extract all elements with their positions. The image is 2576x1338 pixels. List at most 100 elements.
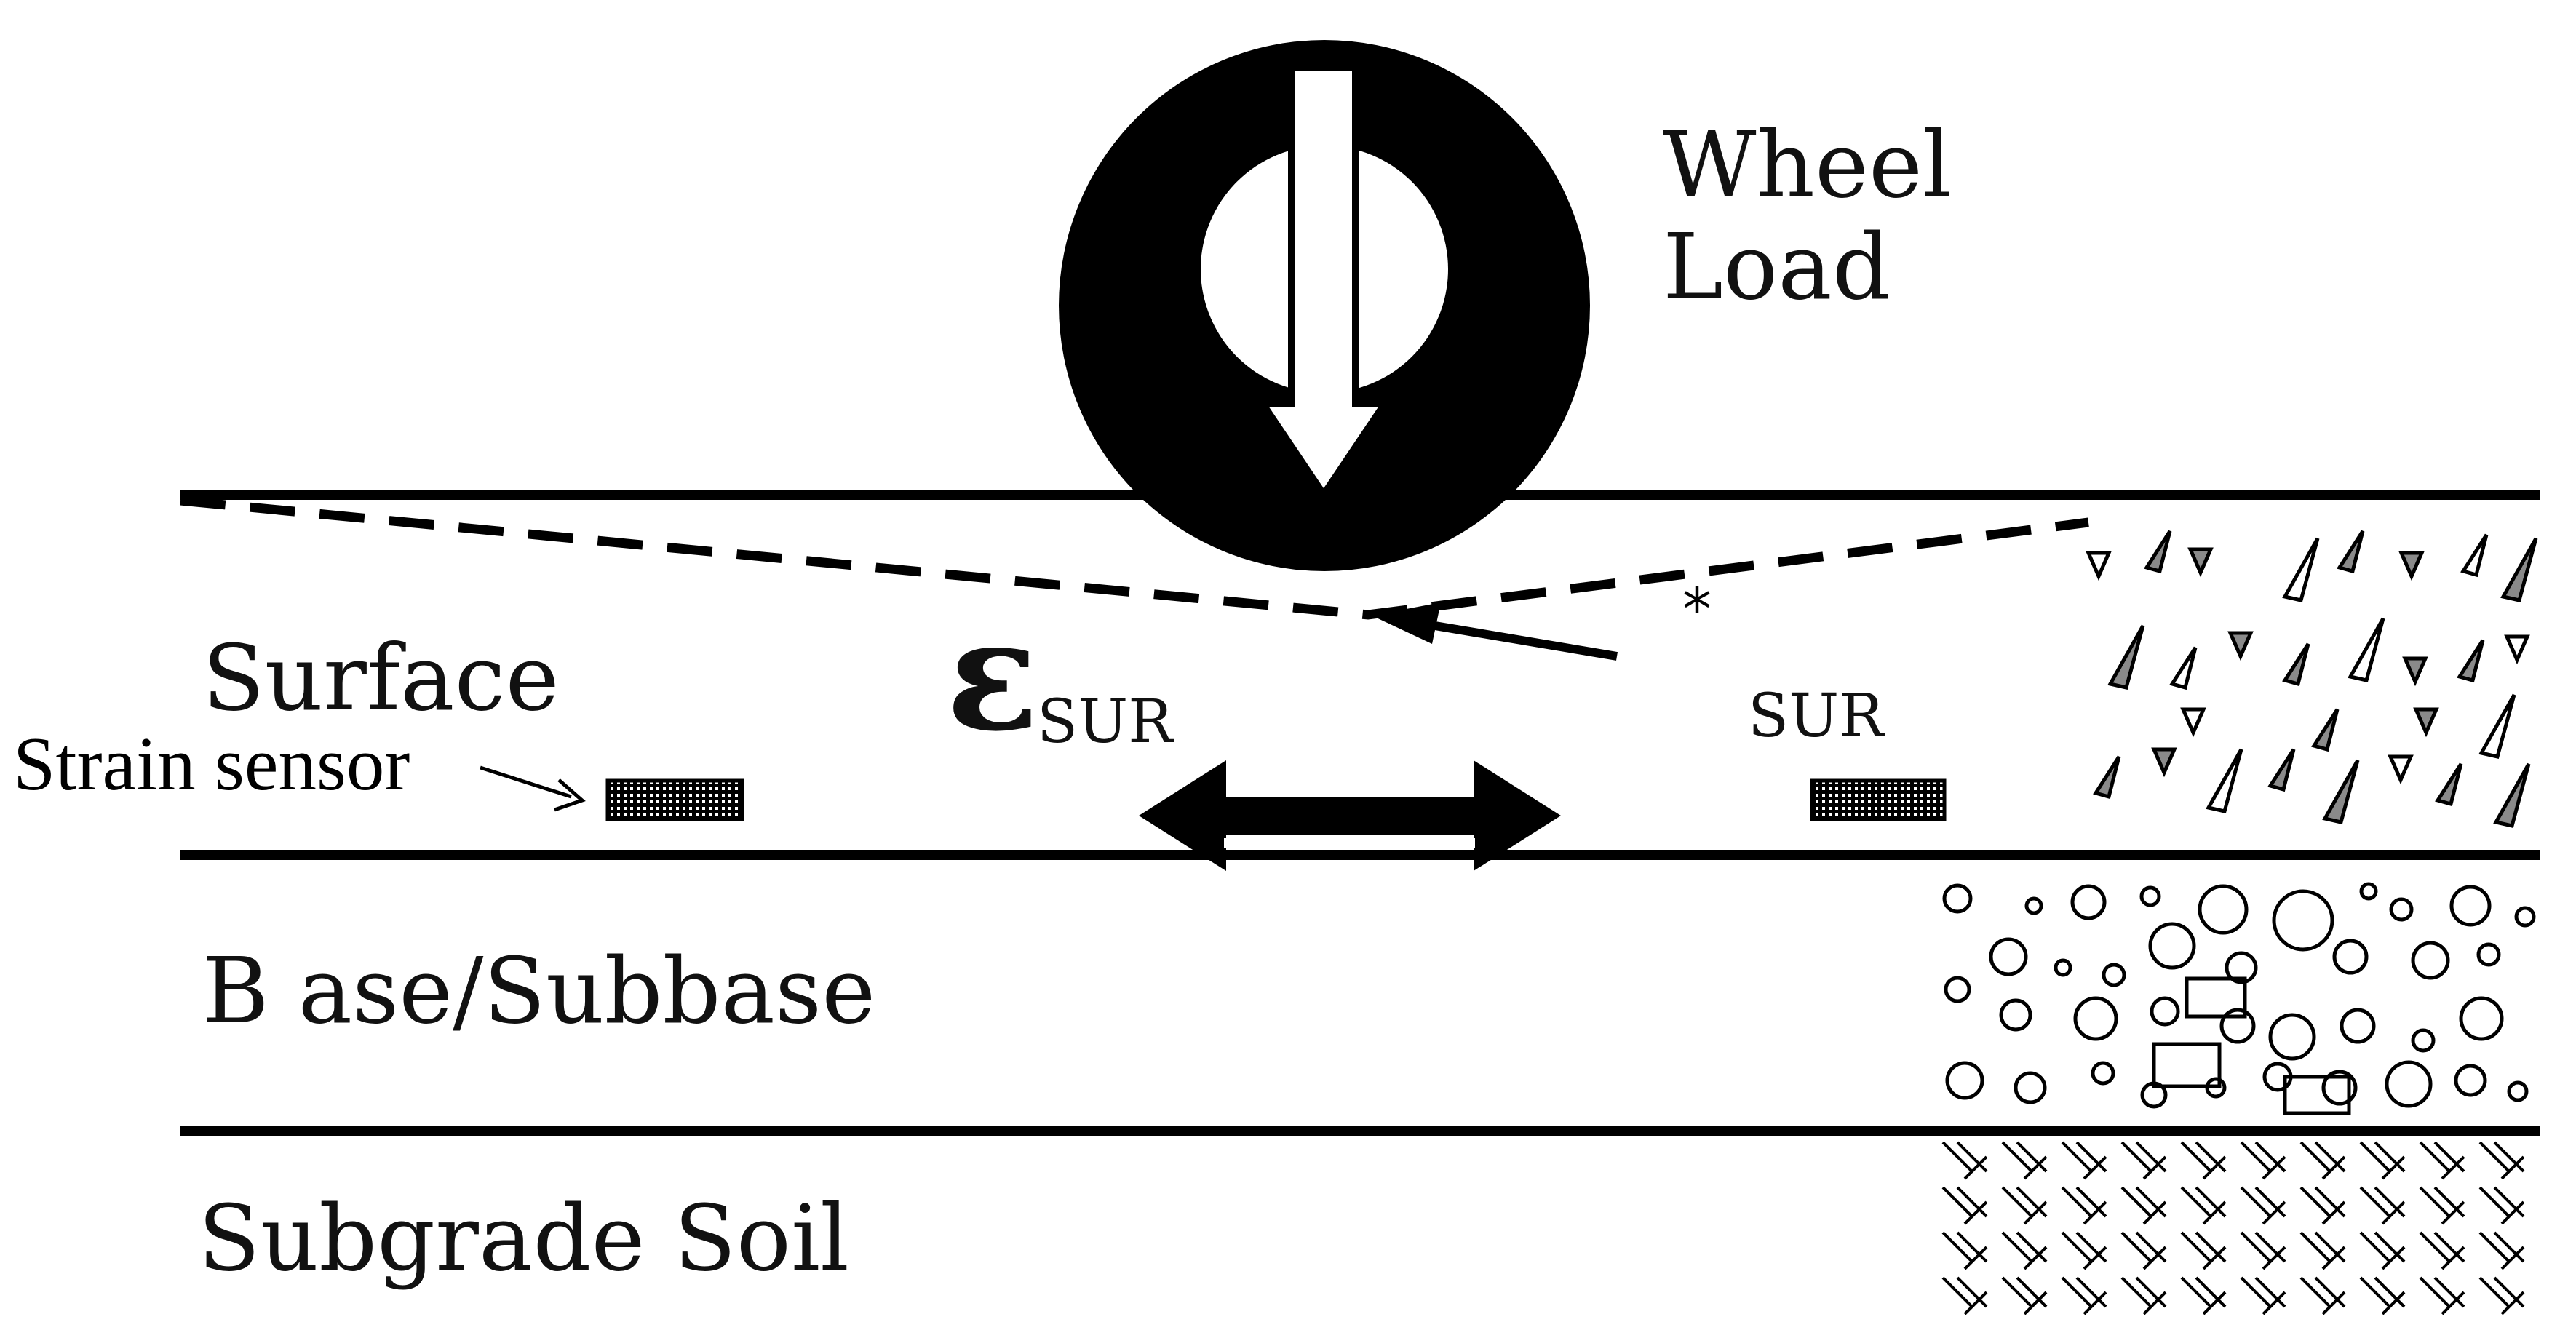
surface-aggregate-shard	[2086, 551, 2112, 581]
surface-aggregate-shard	[2478, 693, 2516, 759]
surface-aggregate-shard	[2144, 530, 2172, 574]
subgrade-hatch-mark	[1941, 1231, 1988, 1270]
wheel-load-label-line2: Load	[1663, 215, 1891, 320]
base-layer-label: B ase/Subbase	[202, 939, 875, 1044]
surface-aggregate-shard	[2187, 547, 2214, 578]
surface-aggregate-shard	[2348, 617, 2385, 682]
base-gravel-stone	[2411, 941, 2450, 980]
surface-layer-label: Surface	[202, 626, 560, 731]
surface-aggregate-shard	[2457, 639, 2485, 683]
subgrade-hatch-mark	[2240, 1186, 2286, 1225]
base-gravel-stone	[2225, 951, 2258, 984]
base-gravel-block	[2185, 976, 2247, 1019]
base-gravel-stone	[2514, 906, 2536, 928]
subgrade-hatch-mark	[2240, 1276, 2286, 1315]
deflection-marker-icon: *	[1682, 576, 1712, 643]
subgrade-hatch-mark	[2120, 1231, 2167, 1270]
base-gravel-stone	[1999, 998, 2032, 1032]
base-gravel-block	[2152, 1042, 2222, 1088]
base-gravel-stone	[2054, 958, 2072, 977]
base-gravel-stone	[2459, 996, 2504, 1041]
subgrade-hatch-mark	[2359, 1231, 2406, 1270]
base-gravel-stone	[2014, 1071, 2047, 1104]
subgrade-hatch-mark	[2180, 1231, 2227, 1270]
base-gravel-stone	[1942, 883, 1973, 914]
base-gravel-stone	[1945, 1061, 1984, 1100]
base-gravel-stone	[2449, 885, 2492, 927]
horizontal-strain-arrow	[1139, 760, 1561, 871]
right-sensor-subscript: SUR	[1748, 682, 1885, 751]
base-gravel-stone	[1989, 937, 2028, 976]
base-gravel-stone	[2454, 1064, 2487, 1097]
subgrade-hatch-mark	[2478, 1231, 2525, 1270]
subgrade-soil-texture	[1941, 1141, 2525, 1315]
subgrade-hatch-mark	[2478, 1186, 2525, 1225]
subgrade-hatch-mark	[2061, 1141, 2107, 1180]
base-gravel-stone	[2268, 1013, 2316, 1061]
subgrade-hatch-mark	[2478, 1276, 2525, 1315]
base-gravel-stone	[2198, 884, 2249, 935]
base-gravel-stone	[2476, 942, 2501, 967]
surface-aggregate-shard	[2398, 551, 2425, 581]
subgrade-hatch-mark	[1941, 1141, 1988, 1180]
subgrade-hatch-mark	[2299, 1231, 2346, 1270]
subgrade-hatch-mark	[2419, 1141, 2465, 1180]
epsilon-symbol: ε	[946, 586, 1039, 765]
strain-sensor-label: Strain sensor	[13, 721, 410, 806]
subgrade-hatch-mark	[2359, 1141, 2406, 1180]
base-gravel-stone	[2102, 963, 2126, 987]
deflection-basin: *	[180, 495, 2089, 643]
epsilon-subscript: SUR	[1037, 688, 1174, 757]
subgrade-hatch-mark	[2419, 1276, 2465, 1315]
wheel-load-label-line1: Wheel	[1663, 113, 1952, 218]
subgrade-hatch-mark	[2001, 1141, 2048, 1180]
subgrade-hatch-mark	[2180, 1186, 2227, 1225]
subgrade-hatch-mark	[2359, 1276, 2406, 1315]
surface-aggregate-shard	[2388, 754, 2414, 785]
surface-aggregate-shard	[2311, 708, 2340, 752]
surface-aggregate-shard	[2460, 533, 2489, 578]
base-gravel-stone	[2070, 884, 2107, 920]
subgrade-hatch-mark	[2240, 1141, 2286, 1180]
subgrade-hatch-mark	[2478, 1141, 2525, 1180]
base-gravel-stone	[2024, 896, 2043, 915]
base-gravel-stone	[2272, 889, 2334, 952]
base-gravel-stone	[2148, 922, 2196, 970]
subgrade-hatch-mark	[2359, 1186, 2406, 1225]
base-gravel-stone	[2507, 1080, 2529, 1102]
subgrade-hatch-mark	[2240, 1231, 2286, 1270]
subgrade-hatch-mark	[1941, 1276, 1988, 1315]
subgrade-hatch-mark	[2061, 1186, 2107, 1225]
subgrade-hatch-mark	[2120, 1141, 2167, 1180]
base-gravel-stone	[2321, 1070, 2358, 1106]
base-gravel-stone	[2411, 1028, 2436, 1053]
base-gravel-stone	[2150, 996, 2180, 1027]
surface-aggregate-shard	[2180, 707, 2206, 738]
subgrade-hatch-mark	[2120, 1276, 2167, 1315]
load-arrow	[1255, 63, 1392, 501]
strain-sensor-left	[605, 778, 744, 821]
subgrade-hatch-mark	[2180, 1141, 2227, 1180]
surface-aggregate-shard	[2435, 762, 2463, 807]
surface-aggregate-shard	[2337, 530, 2365, 574]
surface-aggregate-shard	[2500, 537, 2538, 602]
surface-aggregate-texture	[2086, 530, 2538, 828]
subgrade-hatch-mark	[2419, 1186, 2465, 1225]
subgrade-hatch-mark	[2299, 1186, 2346, 1225]
subgrade-hatch-mark	[2001, 1231, 2048, 1270]
base-gravel-stone	[2091, 1061, 2115, 1086]
subgrade-hatch-mark	[1941, 1186, 1988, 1225]
subgrade-hatch-mark	[2120, 1186, 2167, 1225]
base-gravel-stone	[2359, 882, 2378, 901]
surface-aggregate-shard	[2227, 631, 2254, 661]
subgrade-layer-label: Subgrade Soil	[198, 1186, 849, 1291]
base-gravel-stone	[2073, 996, 2118, 1041]
base-gravel-stone	[2385, 1060, 2433, 1108]
base-gravel-stone	[2389, 897, 2414, 922]
surface-aggregate-shard	[2322, 759, 2360, 824]
surface-aggregate-shard	[2282, 537, 2320, 602]
strain-pointer-arrow	[1372, 602, 1618, 661]
surface-aggregate-shard	[2402, 656, 2428, 687]
base-gravel-stone	[2139, 885, 2161, 907]
